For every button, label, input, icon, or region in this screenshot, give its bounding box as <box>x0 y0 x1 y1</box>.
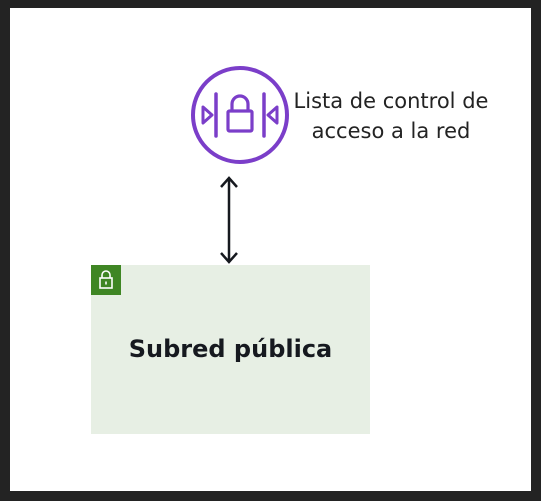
lock-badge <box>91 265 121 295</box>
public-subnet-box: Subred pública <box>91 265 370 434</box>
nacl-label-line2: acceso a la red <box>311 119 471 143</box>
double-arrow-connector <box>220 176 238 264</box>
diagram-canvas: Lista de control de acceso a la red Subr… <box>10 8 531 491</box>
lock-icon <box>99 270 113 289</box>
subnet-title: Subred pública <box>128 335 333 363</box>
nacl-label: Lista de control de acceso a la red <box>286 86 496 146</box>
nacl-label-line1: Lista de control de <box>293 89 489 113</box>
network-acl-icon <box>191 66 289 164</box>
